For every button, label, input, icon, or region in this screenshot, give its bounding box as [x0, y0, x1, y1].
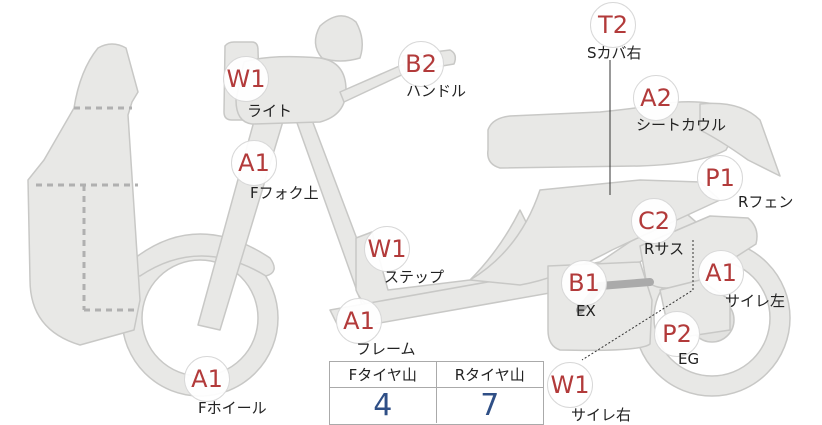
label-muffler-right: サイレ右 — [571, 406, 632, 424]
label-light: ライト — [247, 102, 293, 120]
rear-tire-value: 7 — [480, 388, 500, 423]
marker-code: A1 — [191, 365, 223, 393]
marker-muffler-right[interactable]: W1 — [547, 362, 593, 408]
marker-code: B2 — [405, 50, 437, 78]
marker-code: P2 — [662, 320, 692, 348]
marker-rear-suspension[interactable]: C2 — [631, 198, 677, 244]
marker-exhaust[interactable]: B1 — [561, 260, 607, 306]
marker-code: P1 — [705, 164, 735, 192]
marker-code: W1 — [367, 235, 407, 263]
marker-engine[interactable]: P2 — [654, 311, 700, 357]
label-rear-fender: Rフェン — [738, 193, 794, 211]
marker-step[interactable]: W1 — [364, 226, 410, 272]
marker-s-cover-right[interactable]: T2 — [590, 2, 636, 48]
marker-light[interactable]: W1 — [223, 56, 269, 102]
marker-code: A2 — [640, 84, 672, 112]
label-handle: ハンドル — [406, 82, 467, 100]
label-s-cover-right: Sカバ右 — [587, 44, 642, 62]
marker-front-fork-upper[interactable]: A1 — [231, 140, 277, 186]
marker-frame[interactable]: A1 — [336, 298, 382, 344]
marker-code: C2 — [637, 207, 671, 235]
label-seat-cowl: シートカウル — [636, 116, 727, 134]
label-engine: EG — [678, 350, 700, 368]
label-rear-suspension: Rサス — [644, 240, 685, 258]
label-frame: フレーム — [356, 340, 416, 358]
marker-code: A1 — [343, 307, 375, 335]
marker-code: T2 — [598, 11, 628, 39]
marker-code: A1 — [705, 259, 737, 287]
tire-tread-table: Fタイヤ山 Rタイヤ山 4 7 — [329, 361, 544, 425]
marker-handle[interactable]: B2 — [398, 41, 444, 87]
front-tire-value: 4 — [330, 388, 437, 423]
label-step: ステップ — [384, 268, 445, 286]
marker-code: A1 — [238, 149, 270, 177]
label-exhaust: EX — [576, 302, 596, 320]
marker-code: W1 — [226, 65, 266, 93]
marker-rear-fender[interactable]: P1 — [697, 155, 743, 201]
front-tire-header: Fタイヤ山 — [330, 362, 437, 388]
label-front-fork-upper: Fフォク上 — [250, 184, 319, 202]
marker-code: B1 — [568, 269, 600, 297]
label-front-wheel: Fホイール — [198, 399, 267, 417]
rear-tire-header: Rタイヤ山 — [436, 362, 543, 388]
marker-code: W1 — [550, 371, 590, 399]
label-muffler-left: サイレ左 — [725, 292, 786, 310]
marker-front-wheel[interactable]: A1 — [184, 356, 230, 402]
marker-muffler-left[interactable]: A1 — [698, 250, 744, 296]
marker-seat-cowl[interactable]: A2 — [633, 75, 679, 121]
